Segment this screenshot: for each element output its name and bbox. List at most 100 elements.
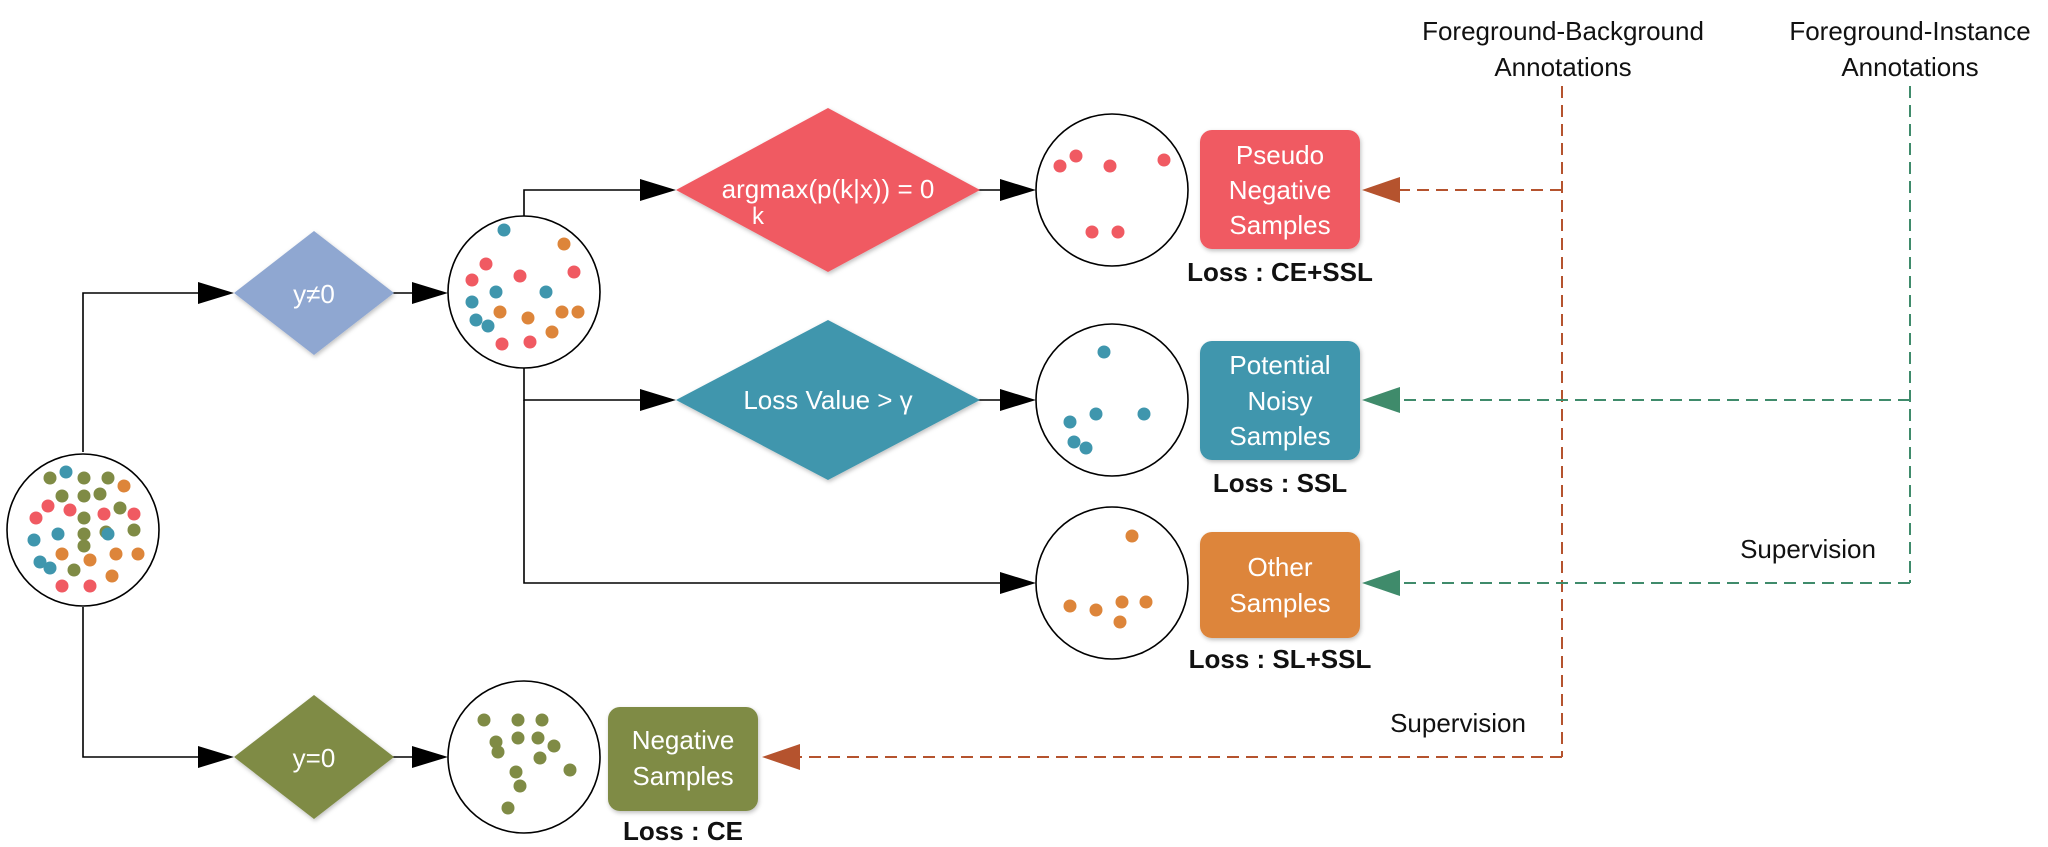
arrowhead-to-negative [762, 744, 800, 770]
arrowhead-other-pool [1000, 572, 1036, 594]
y-nonzero-label: y≠0 [293, 279, 335, 309]
pseudo-sample-dot [1069, 149, 1083, 163]
noisy-sample-dot [1079, 441, 1093, 455]
root-sample-dot [77, 489, 91, 503]
other-samples-line-2: Samples [1229, 588, 1330, 618]
nonzero-sample-dot [495, 337, 509, 351]
negative-sample-dot [501, 801, 515, 815]
nonzero-sample-dot [493, 305, 507, 319]
pseudo-pool-circle [1035, 113, 1189, 267]
nonzero-sample-dot [567, 265, 581, 279]
negative-pool-circle [447, 680, 601, 834]
root-sample-dot [77, 471, 91, 485]
root-sample-dot [109, 547, 123, 561]
nonzero-sample-dot [469, 313, 483, 327]
nonzero-sample-dot [465, 273, 479, 287]
root-to-yzero-line [82, 607, 200, 758]
root-sample-dot [77, 511, 91, 525]
pseudo-negative-line-3: Samples [1229, 210, 1330, 240]
pseudo-negative-rect [1200, 130, 1360, 249]
root-sample-dot [59, 465, 73, 479]
sample-pools [6, 113, 1189, 834]
root-sample-dot [97, 507, 111, 521]
diamond-y-zero [234, 695, 394, 819]
diamond-argmax [676, 108, 980, 272]
root-sample-dot [43, 471, 57, 485]
pseudo-sample-dot [1103, 159, 1117, 173]
root-sample-dot [83, 579, 97, 593]
root-sample-dot [77, 527, 91, 541]
root-sample-dot [101, 471, 115, 485]
noisy-sample-dot [1089, 407, 1103, 421]
potential-noisy-rect [1200, 341, 1360, 460]
negative-sample-dot [547, 739, 561, 753]
supervision-label-right: Supervision [1740, 534, 1876, 564]
other-sample-dot [1115, 595, 1129, 609]
root-sample-dot [43, 561, 57, 575]
negative-samples-box [608, 707, 758, 811]
noisy-sample-dot [1137, 407, 1151, 421]
other-samples-loss: Loss : SL+SSL [1189, 644, 1372, 674]
nonzero-sample-dot [489, 285, 503, 299]
decision-y-zero [234, 695, 394, 819]
arrowhead-to-other [1362, 570, 1400, 596]
pool-to-argmax-line [523, 189, 642, 216]
flow-lines [82, 189, 1002, 758]
root-sample-dot [113, 501, 127, 515]
root-sample-dot [55, 547, 69, 561]
other-samples-rect [1200, 532, 1360, 638]
potential-noisy-line-3: Samples [1229, 421, 1330, 451]
pseudo-sample-dot [1111, 225, 1125, 239]
root-sample-dot [63, 503, 77, 517]
arrowhead-to-pseudo [1362, 177, 1400, 203]
root-sample-dot [117, 479, 131, 493]
root-sample-dot [93, 487, 107, 501]
pseudo-negative-line-2: Negative [1229, 175, 1332, 205]
nonzero-sample-dot [513, 269, 527, 283]
arrowhead-noisy-pool [1000, 389, 1036, 411]
loss-threshold-label: Loss Value > γ [743, 385, 912, 415]
negative-sample-dot [511, 713, 525, 727]
other-sample-dot [1139, 595, 1153, 609]
nonzero-sample-dot [545, 325, 559, 339]
pool-to-loss-line [523, 367, 642, 401]
negative-sample-dot [511, 731, 525, 745]
nonzero-sample-dot [539, 285, 553, 299]
other-samples-line-1: Other [1247, 552, 1312, 582]
potential-noisy-line-2: Noisy [1247, 386, 1312, 416]
negative-sample-dot [563, 763, 577, 777]
arrowhead-to-noisy [1362, 387, 1400, 413]
diamond-y-nonzero [234, 231, 394, 355]
decision-loss-threshold [676, 320, 980, 480]
decision-argmax [676, 108, 980, 272]
root-sample-dot [83, 553, 97, 567]
argmax-subscript: k [752, 203, 765, 230]
pseudo-sample-dot [1157, 153, 1171, 167]
nonzero-sample-dot [479, 257, 493, 271]
potential-noisy-loss: Loss : SSL [1213, 468, 1347, 498]
pseudo-sample-dot [1085, 225, 1099, 239]
negative-samples-line-2: Samples [632, 761, 733, 791]
other-pool-circle [1035, 506, 1189, 660]
decision-y-nonzero [234, 231, 394, 355]
nonzero-pool-circle [447, 215, 601, 369]
root-sample-dot [41, 499, 55, 513]
diamond-loss-threshold [676, 320, 980, 480]
root-sample-dot [51, 527, 65, 541]
negative-sample-dot [509, 765, 523, 779]
other-sample-dot [1113, 615, 1127, 629]
pseudo-negative-loss: Loss : CE+SSL [1187, 257, 1373, 287]
other-samples-box [1200, 532, 1360, 638]
negative-sample-dot [531, 731, 545, 745]
supervision-label-bottom: Supervision [1390, 708, 1526, 738]
pseudo-negative-box [1200, 130, 1360, 249]
root-sample-dot [77, 539, 91, 553]
arrowhead-yzero [198, 746, 234, 768]
root-sample-dot [127, 507, 141, 521]
negative-sample-dot [533, 751, 547, 765]
root-sample-dot [33, 555, 47, 569]
nonzero-sample-dot [557, 237, 571, 251]
pool-to-other-line [523, 400, 1002, 584]
fg-inst-supervision-lines [1398, 86, 1911, 584]
